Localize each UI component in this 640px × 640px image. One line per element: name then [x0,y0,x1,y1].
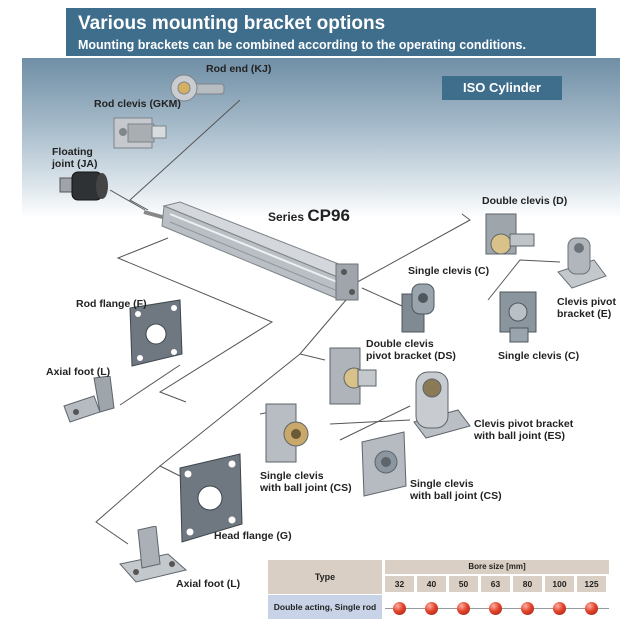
label-clevis-pivot-e: Clevis pivot bracket (E) [557,296,616,320]
series-model: CP96 [307,206,350,225]
clevis-pivot-es-part [413,371,471,439]
line-cs2 [329,419,411,425]
label-double-clevis-pivot-ds: Double clevis pivot bracket (DS) [366,338,456,362]
label-cs2-line1: Single clevis [410,478,474,490]
label-cs2-line2: with ball joint (CS) [410,490,502,502]
line-axial-foot-2 [95,465,161,545]
label-es-line1: Clevis pivot bracket [474,418,574,430]
label-axial-foot-2: Axial foot (L) [176,578,241,590]
page-subtitle: Mounting brackets can be combined accord… [78,38,526,52]
line-floating-joint [109,189,146,211]
head-flange-part [179,453,243,543]
cp96-cylinder [143,201,359,301]
availability-dot-63 [489,602,502,615]
label-single-clevis-c2: Single clevis (C) [498,350,580,362]
label-clevis-pivot-e-line2: bracket (E) [557,308,612,320]
label-floating-joint-line2: joint (JA) [52,158,98,170]
label-clevis-pivot-e-line1: Clevis pivot [557,296,616,308]
axial-foot-1-part [63,376,115,423]
availability-dot-40 [425,602,438,615]
label-cs1-line2: with ball joint (CS) [260,482,352,494]
line-rod-end [129,99,241,211]
label-single-clevis-cs2: Single clevis with ball joint (CS) [410,478,502,502]
label-single-clevis-cs1: Single clevis with ball joint (CS) [260,470,352,494]
spec-type-header: Type [268,560,382,594]
bore-size-63: 63 [481,576,510,592]
label-es-line2: with ball joint (ES) [474,430,565,442]
availability-dot-80 [521,602,534,615]
label-head-flange: Head flange (G) [214,530,292,542]
line-double-clevis [351,213,471,286]
line-single-clevis-c [361,287,403,307]
rod-flange-part [129,299,183,367]
availability-dot-32 [393,602,406,615]
label-floating-joint-line1: Floating [52,146,93,158]
line-axial-foot-1 [119,364,181,406]
series-title: Series CP96 [268,206,350,226]
label-axial-foot-1: Axial foot (L) [46,366,111,378]
label-rod-end: Rod end (KJ) [206,63,272,75]
double-clevis-part [485,213,535,255]
label-single-clevis-c1: Single clevis (C) [408,265,490,277]
line-rod-flange [116,237,274,403]
bore-size-32: 32 [385,576,414,592]
single-clevis-cs1-part [265,403,309,463]
label-floating-joint: Floating joint (JA) [52,146,98,170]
single-clevis-c-part [401,283,435,333]
availability-dot-125 [585,602,598,615]
clevis-pivot-bracket-e-part [557,237,607,289]
single-clevis-cs2-part [361,431,407,497]
iso-cylinder-badge: ISO Cylinder [442,76,562,100]
line-es [339,405,411,441]
rod-clevis-part [113,117,167,149]
availability-dot-50 [457,602,470,615]
line-clevis-pivot-e [487,259,561,301]
label-ds-line2: pivot bracket (DS) [366,350,456,362]
single-clevis-c2-part [499,291,537,343]
availability-dot-100 [553,602,566,615]
rod-end-part [170,74,225,102]
label-clevis-pivot-es: Clevis pivot bracket with ball joint (ES… [474,418,573,442]
bore-size-125: 125 [577,576,606,592]
label-rod-clevis: Rod clevis (GKM) [94,98,181,110]
axial-foot-2-part [119,526,188,583]
bore-size-80: 80 [513,576,542,592]
label-rod-flange: Rod flange (F) [76,298,147,310]
label-double-clevis: Double clevis (D) [482,195,568,207]
double-clevis-pivot-ds-part [329,347,377,405]
spec-bore-header: Bore size [mm] [385,560,609,574]
bore-size-100: 100 [545,576,574,592]
label-ds-line1: Double clevis [366,338,434,350]
label-cs1-line1: Single clevis [260,470,324,482]
bore-size-50: 50 [449,576,478,592]
floating-joint-part [59,171,108,201]
page-title: Various mounting bracket options [78,13,386,34]
spec-row-type: Double acting, Single rod [268,595,382,619]
bore-size-40: 40 [417,576,446,592]
header-banner: Various mounting bracket options Mountin… [66,8,596,56]
series-prefix: Series [268,210,305,224]
